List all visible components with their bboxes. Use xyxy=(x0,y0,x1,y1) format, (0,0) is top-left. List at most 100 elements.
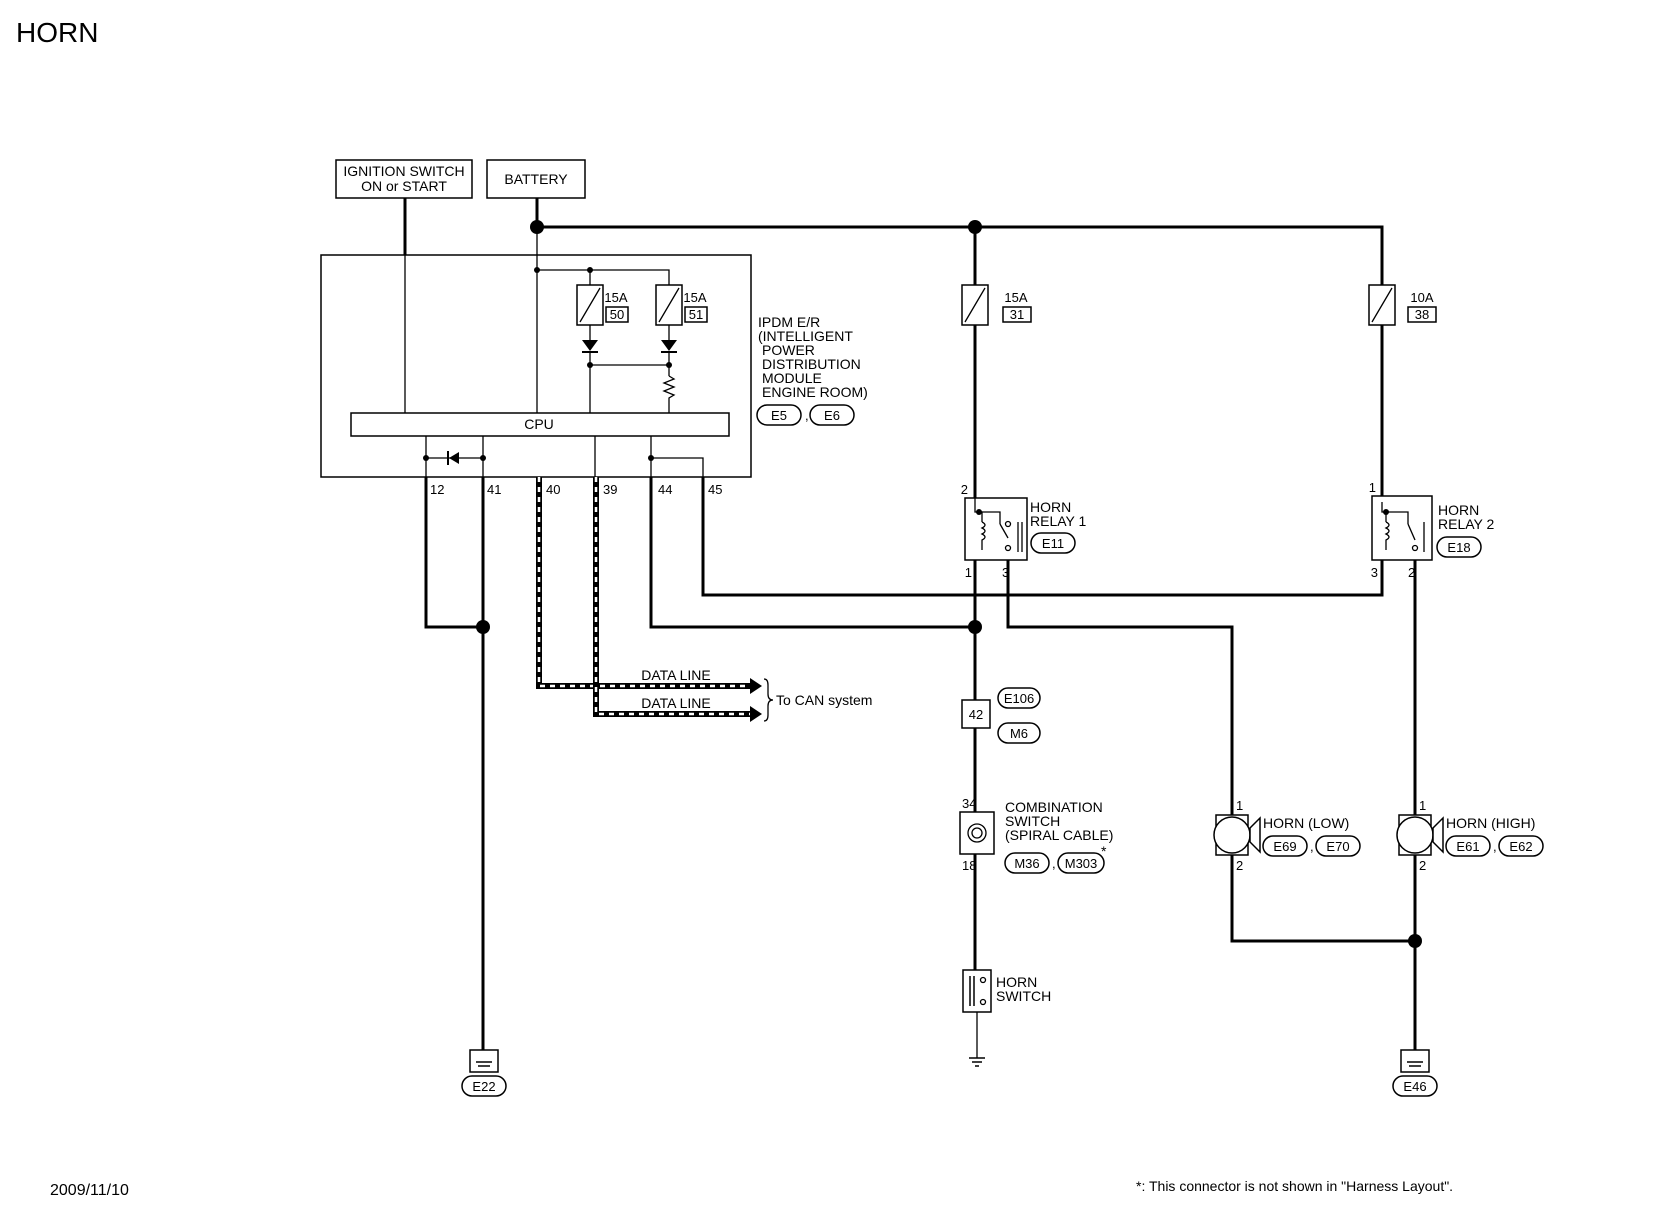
horn-low-pin-2: 2 xyxy=(1236,858,1243,873)
ipdm-name-6: ENGINE ROOM) xyxy=(762,384,868,400)
fuse-31: 15A 31 xyxy=(961,284,1032,326)
relay2-pin-1: 1 xyxy=(1369,480,1376,495)
can-arrow-icon xyxy=(750,678,762,694)
ground-e46: E46 xyxy=(1392,1049,1438,1097)
ipdm-external-wires xyxy=(424,477,1384,1052)
can-arrow-icon xyxy=(750,706,762,722)
svg-text:,: , xyxy=(1493,839,1497,854)
comb-switch-connector-m36: M36 xyxy=(1014,856,1039,871)
horn-high: 1 2 HORN (HIGH) E61 , E62 xyxy=(1396,798,1544,873)
joint-connector-m6: M6 xyxy=(1010,726,1028,741)
data-line-label-2: DATA LINE xyxy=(641,695,711,711)
fuse-38-num: 38 xyxy=(1415,307,1429,322)
ignition-label-1: IGNITION SWITCH xyxy=(343,163,464,179)
ground-e46-label: E46 xyxy=(1403,1079,1426,1094)
fuse-38: 10A 38 xyxy=(1368,284,1437,326)
fuse-51-num: 51 xyxy=(689,307,703,322)
ipdm-name-1: IPDM E/R xyxy=(758,314,820,330)
relay2-connector: E18 xyxy=(1447,540,1470,555)
fuse-50: 15A 50 xyxy=(576,284,629,326)
horn-switch-name-1: HORN xyxy=(996,974,1037,990)
ipdm-module: 15A 50 15A 51 CPU xyxy=(320,198,868,497)
svg-text:,: , xyxy=(1052,856,1056,871)
ipdm-pin-12: 12 xyxy=(430,482,444,497)
ipdm-pin-41: 41 xyxy=(487,482,501,497)
horn-switch: HORN SWITCH xyxy=(962,969,1051,1013)
ipdm-pin-44: 44 xyxy=(658,482,672,497)
horn-low-name: HORN (LOW) xyxy=(1263,815,1349,831)
ipdm-pin-45: 45 xyxy=(708,482,722,497)
date-stamp: 2009/11/10 xyxy=(50,1182,129,1199)
to-can-label: To CAN system xyxy=(776,692,872,708)
ipdm-name-4: DISTRIBUTION xyxy=(762,356,861,372)
horn-low-connector-e70: E70 xyxy=(1326,839,1349,854)
comb-switch-name-1: COMBINATION xyxy=(1005,799,1103,815)
horn-high-pin-2: 2 xyxy=(1419,858,1426,873)
comb-switch-pin-18: 18 xyxy=(962,858,976,873)
joint-connector-e106: E106 xyxy=(1004,691,1034,706)
svg-text:,: , xyxy=(1310,839,1314,854)
fuse-50-amp: 15A xyxy=(604,290,627,305)
fuse-38-amp: 10A xyxy=(1410,290,1433,305)
fuse-51-amp: 15A xyxy=(683,290,706,305)
horn-high-connector-e61: E61 xyxy=(1456,839,1479,854)
horn-high-pin-1: 1 xyxy=(1419,798,1426,813)
page-title: HORN xyxy=(16,17,98,48)
horn-relay-2: 1 3 2 HORN RELAY 2 E18 xyxy=(1369,480,1495,580)
horn-high-name: HORN (HIGH) xyxy=(1446,815,1535,831)
ignition-switch-box: IGNITION SWITCH ON or START xyxy=(335,159,473,199)
ipdm-name-5: MODULE xyxy=(762,370,822,386)
relay2-pin-2: 2 xyxy=(1408,565,1415,580)
horn-low-connector-e69: E69 xyxy=(1273,839,1296,854)
horn-low-pin-1: 1 xyxy=(1236,798,1243,813)
horn-icon xyxy=(1213,816,1251,854)
horn-relay-1: 2 1 3 HORN RELAY 1 E11 xyxy=(961,482,1087,580)
ground-e22-label: E22 xyxy=(472,1079,495,1094)
joint-pin-42: 42 xyxy=(969,707,983,722)
relay2-name-2: RELAY 2 xyxy=(1438,516,1495,532)
horn-icon xyxy=(1396,816,1434,854)
relay1-pin-2: 2 xyxy=(961,482,968,497)
comb-switch-connector-m303: M303 xyxy=(1065,856,1098,871)
horn-switch-name-2: SWITCH xyxy=(996,988,1051,1004)
data-line-label-1: DATA LINE xyxy=(641,667,711,683)
diode-icon xyxy=(661,340,677,351)
cpu-label: CPU xyxy=(524,416,554,432)
comb-switch-star: * xyxy=(1101,843,1107,859)
comb-switch-pin-34: 34 xyxy=(962,796,976,811)
comb-switch-name-3: (SPIRAL CABLE) xyxy=(1005,827,1113,843)
ground-e22: E22 xyxy=(461,1049,507,1097)
fuse-31-num: 31 xyxy=(1010,307,1024,322)
ignition-label-2: ON or START xyxy=(361,178,447,194)
relay1-pin-3: 3 xyxy=(1002,565,1009,580)
joint-connector-42: 42 E106 M6 xyxy=(961,687,1041,744)
ground-icon xyxy=(969,1057,985,1067)
relay2-pin-3: 3 xyxy=(1371,565,1378,580)
relay2-name-1: HORN xyxy=(1438,502,1479,518)
fuse-50-num: 50 xyxy=(610,307,624,322)
can-data-lines: DATA LINE DATA LINE To CAN system xyxy=(536,477,872,722)
battery-box: BATTERY xyxy=(486,159,586,199)
ipdm-name-3: POWER xyxy=(762,342,815,358)
svg-text:,: , xyxy=(805,408,809,423)
cpu-block xyxy=(350,412,730,437)
relay1-name-1: HORN xyxy=(1030,499,1071,515)
horn-low: 1 2 HORN (LOW) E69 , E70 xyxy=(1213,798,1361,873)
fuse-31-amp: 15A xyxy=(1004,290,1027,305)
horn-high-connector-e62: E62 xyxy=(1509,839,1532,854)
relay1-connector: E11 xyxy=(1042,536,1064,551)
spiral-cable-icon xyxy=(967,823,987,843)
bus-junction-dot xyxy=(968,220,982,234)
ipdm-pin-39: 39 xyxy=(603,482,617,497)
battery-bus-wires xyxy=(530,198,1384,300)
resistor-icon xyxy=(662,375,676,413)
ipdm-connector-e5: E5 xyxy=(771,408,787,423)
comb-switch-name-2: SWITCH xyxy=(1005,813,1060,829)
battery-label: BATTERY xyxy=(504,171,568,187)
ipdm-outline xyxy=(320,254,752,478)
ipdm-connector-e6: E6 xyxy=(824,408,840,423)
diode-icon xyxy=(582,340,598,351)
fuse-51: 15A 51 xyxy=(655,284,708,326)
diode-icon xyxy=(449,452,459,464)
